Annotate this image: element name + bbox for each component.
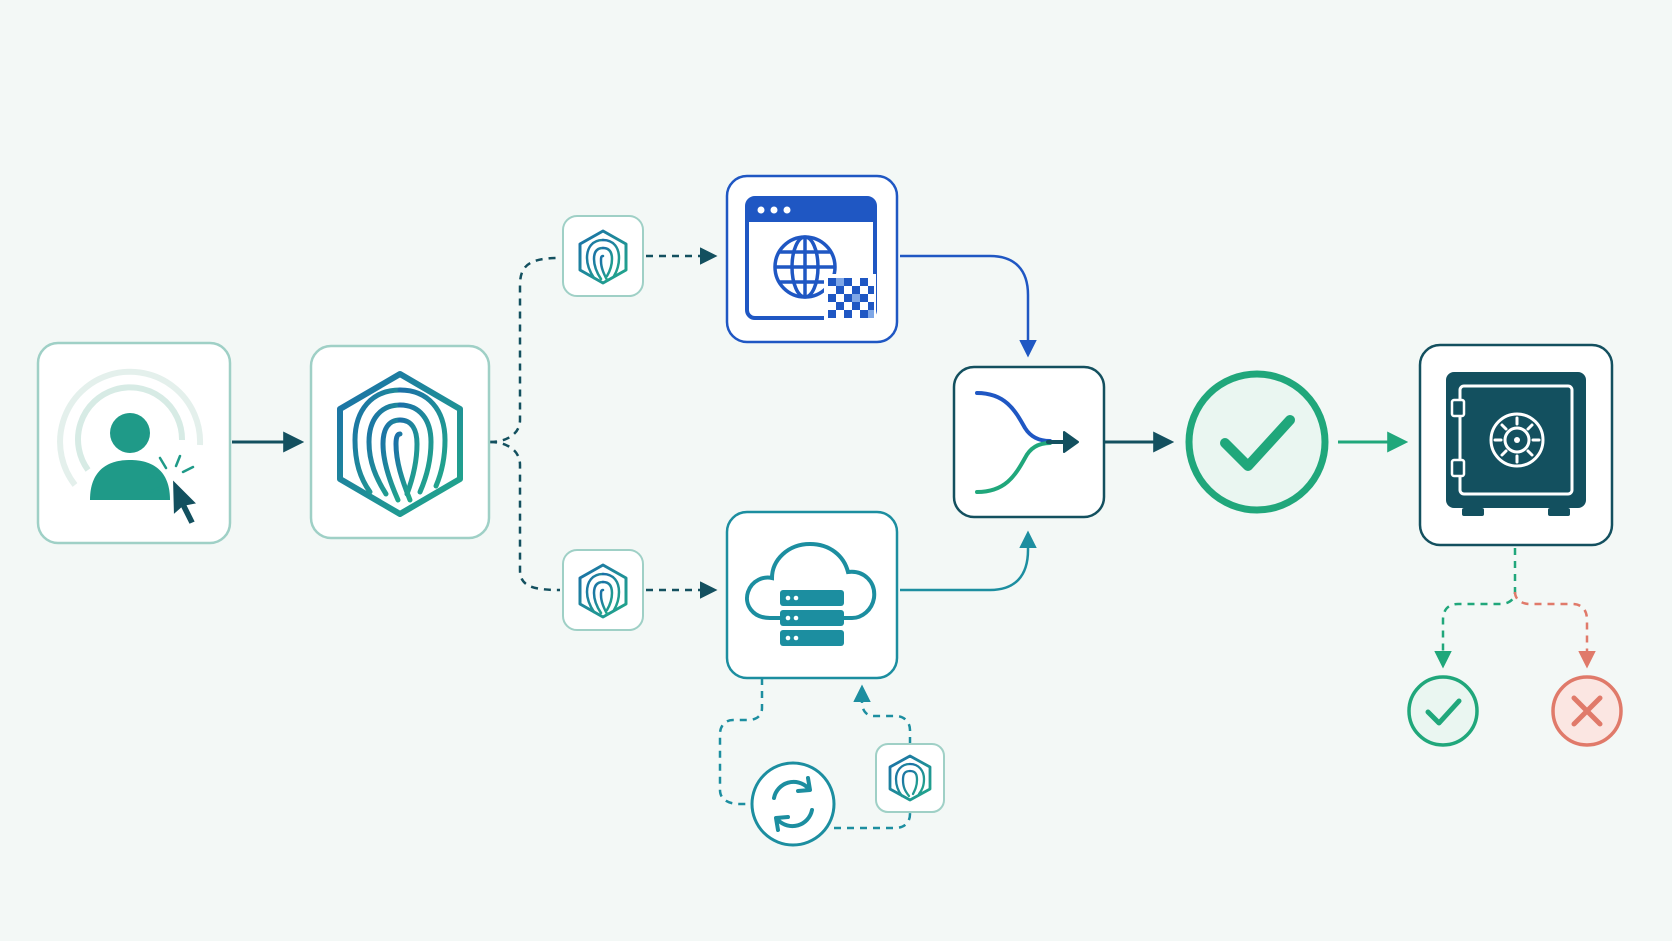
token-bottom-node[interactable] [562,549,644,631]
browser-globe-qr-icon [745,196,877,322]
arrow-cloud-to-merge [900,530,1037,592]
dashed-vault-to-failure [1513,591,1596,669]
dashed-branch-bottom [489,440,561,592]
failure-outcome[interactable] [1551,675,1623,747]
arrow-browser-to-merge [900,254,1037,358]
sync-icon [772,776,814,832]
dashed-branch-top [489,256,561,444]
dashed-loop-token-to-cloud [853,684,912,744]
success-check-icon [1425,698,1462,726]
success-outcome[interactable] [1407,675,1479,747]
merge-node[interactable] [952,365,1106,519]
vault-node[interactable] [1418,343,1614,547]
merge-icon [975,391,1079,494]
small-fingerprint-icon [888,754,932,802]
small-fingerprint-icon [578,229,628,285]
browser-node[interactable] [725,174,899,344]
token-top-node[interactable] [562,215,644,297]
sync-node[interactable] [750,761,836,847]
fingerprint-node[interactable] [309,344,491,540]
token-loop-node[interactable] [875,743,945,813]
user-touch-icon [57,368,204,527]
fingerprint-hexagon-icon [337,371,463,517]
verified-node[interactable] [1185,370,1329,514]
dashed-vault-to-success [1434,548,1517,669]
failure-x-icon [1571,695,1603,727]
dashed-loop-sync-to-token [834,812,912,830]
user-node[interactable] [36,341,232,545]
cloud-node[interactable] [725,510,899,680]
dashed-loop-cloud-to-sync [718,678,764,806]
connectors [232,247,1596,830]
cloud-server-icon [745,541,877,646]
check-circle-icon [1220,415,1295,471]
vault-safe-icon [1446,372,1586,516]
small-fingerprint-icon [578,563,628,619]
